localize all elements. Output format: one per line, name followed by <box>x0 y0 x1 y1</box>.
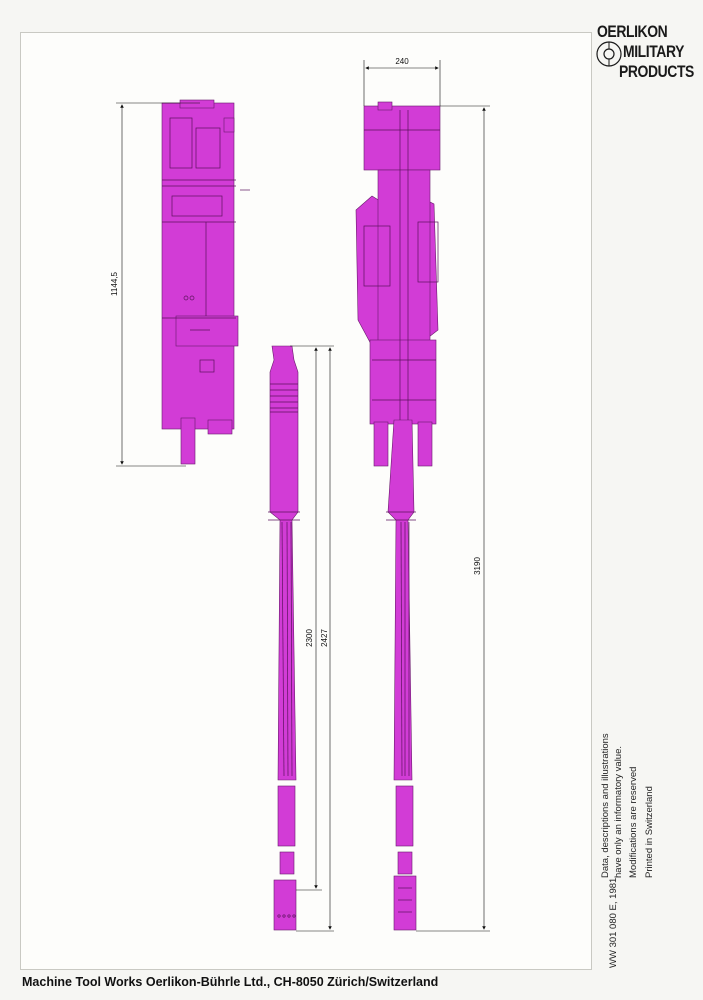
document-code: WW 301 080 E, 1981 <box>608 877 619 968</box>
dim-barrel <box>290 345 334 932</box>
disclaimer-line-3: Modifications are reserved <box>628 766 639 878</box>
disclaimer-line-4: Printed in Switzerland <box>643 786 655 878</box>
dim-label-receiver-height: 1144,5 <box>110 272 119 296</box>
brand-line-2: MILITARY <box>623 42 685 61</box>
oerlikon-seal-icon <box>596 41 622 67</box>
disclaimer: Data, descriptions and illustrations hav… <box>600 658 656 878</box>
drawing-sheet <box>20 32 592 970</box>
footer-company: Machine Tool Works Oerlikon-Bührle Ltd.,… <box>22 975 439 989</box>
receiver-side-view <box>161 99 250 465</box>
dim-label-overall-length: 3190 <box>473 557 482 575</box>
dim-label-width: 240 <box>395 57 409 66</box>
gun-assembled-view <box>355 101 441 931</box>
disclaimer-line-2: have only an informatory value. <box>612 745 624 878</box>
dim-gun <box>363 60 490 932</box>
brand-line-1: OERLIKON <box>597 22 668 41</box>
dim-receiver-height <box>116 102 200 467</box>
barrel-view <box>268 345 300 931</box>
brand-logo: OERLIKON MILITARY PRODUCTS <box>593 22 697 84</box>
disclaimer-line-1: Data, descriptions and illustrations <box>600 733 611 878</box>
brand-line-3: PRODUCTS <box>619 62 694 81</box>
dim-label-barrel-short: 2300 <box>305 629 314 647</box>
dim-label-barrel-long: 2427 <box>320 629 329 647</box>
